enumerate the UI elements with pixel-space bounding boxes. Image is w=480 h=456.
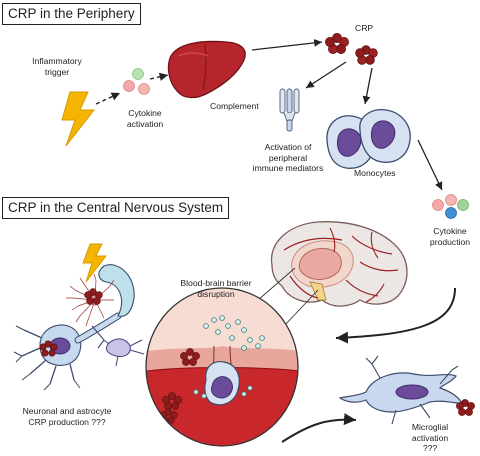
arrow-trigger-to-cytokine bbox=[95, 92, 121, 105]
bbb-zoom-circle bbox=[145, 287, 299, 447]
lightning-icon bbox=[61, 91, 96, 147]
inflammatory-trigger-label: Inflammatory trigger bbox=[32, 56, 82, 77]
cns-title: CRP in the Central Nervous System bbox=[2, 197, 230, 219]
activation-mediators-label: Activation of peripheral immune mediator… bbox=[252, 142, 324, 173]
neuron-astrocyte-icon bbox=[13, 264, 145, 391]
zoom-line-left bbox=[257, 267, 296, 301]
complement-label: Complement bbox=[210, 101, 259, 111]
complement-icon bbox=[279, 88, 300, 132]
arrow-liver-to-crp bbox=[251, 39, 323, 51]
arrow-crp-to-complement bbox=[305, 61, 347, 89]
monocytes-label: Monocytes bbox=[354, 168, 396, 178]
arrow-cytokines-to-bbb bbox=[335, 287, 456, 344]
crp-protein-icon bbox=[325, 33, 378, 65]
crp-protein-small-icon bbox=[39, 340, 58, 357]
zoom-line-right bbox=[283, 289, 319, 327]
brain-icon bbox=[270, 221, 408, 307]
monocyte-cell-right bbox=[359, 109, 411, 163]
crp-label: CRP bbox=[355, 23, 374, 33]
cytokine-production-label: Cytokine production bbox=[429, 226, 471, 247]
lightning-icon-cns bbox=[82, 243, 107, 283]
periphery-title: CRP in the Periphery bbox=[2, 3, 141, 25]
arrow-crp-to-monocytes bbox=[362, 67, 373, 105]
cytokine-activation-label: Cytokine activation bbox=[126, 108, 164, 129]
microglial-activation-label: Microglial activation ??? bbox=[411, 422, 449, 453]
crp-protein-neuron-icon bbox=[84, 288, 103, 305]
arrow-monocytes-to-cytokines bbox=[417, 139, 443, 191]
microglia-icon bbox=[338, 355, 463, 425]
arrow-cytokine-to-liver bbox=[149, 72, 169, 81]
neuronal-astrocyte-label: Neuronal and astrocyte CRP production ??… bbox=[22, 406, 112, 427]
bbb-disruption-label: Blood-brain barrier disruption bbox=[180, 278, 252, 299]
crp-protein-microglia-icon bbox=[456, 399, 475, 416]
liver-icon bbox=[167, 40, 246, 99]
cytokine-cluster-activation bbox=[123, 68, 150, 95]
arrow-bbb-to-microglia bbox=[281, 413, 357, 443]
cytokine-cluster-production bbox=[432, 194, 469, 219]
